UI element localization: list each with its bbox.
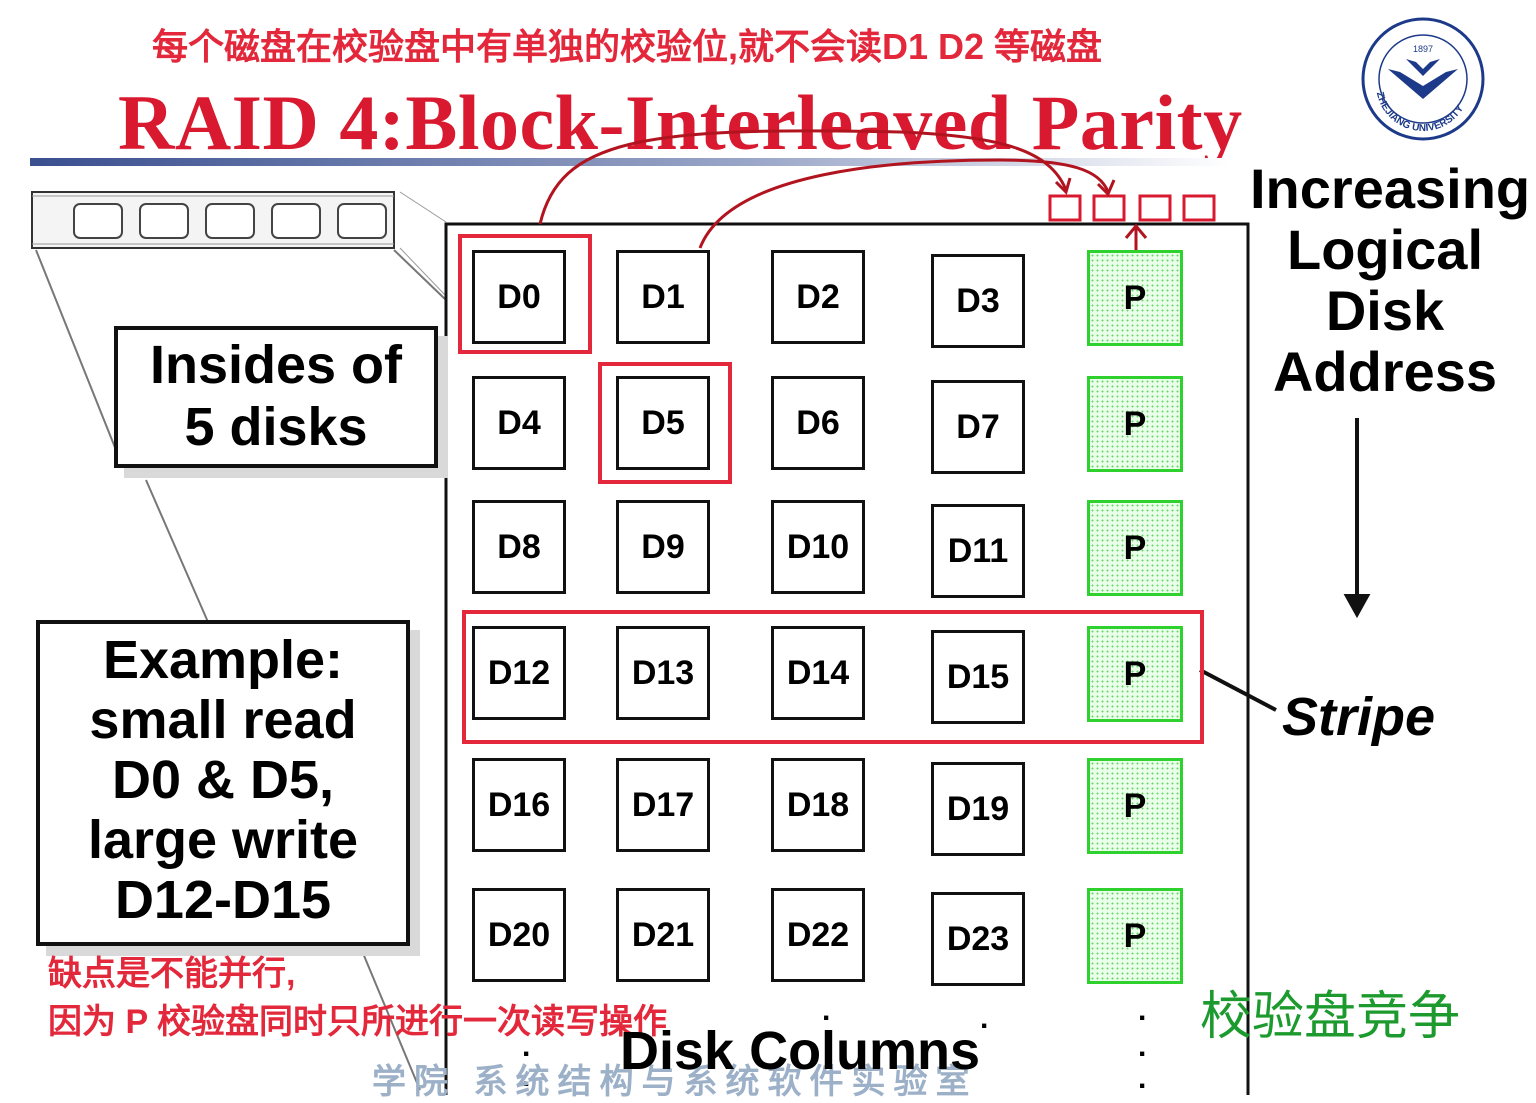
example-line-5: D12-D15 [114,870,332,930]
stripe-pointer [1199,668,1277,712]
data-block: D13 [616,626,710,720]
slide-title: RAID 4:Block-Interleaved Parity [118,79,1243,166]
perspective-lines [35,249,447,1091]
data-block: D4 [472,376,566,470]
continuation-dot: . [1138,1030,1147,1063]
example-callout: Example: small read D0 & D5, large write… [36,620,410,946]
data-block: D15 [931,630,1025,724]
example-line-2: small read [89,690,357,750]
data-block: D20 [472,888,566,982]
data-block: D17 [616,758,710,852]
axis-line-2: Logical [1286,218,1484,281]
data-block: D0 [472,250,566,344]
continuation-dot: . [522,1060,531,1093]
insides-line-1: Insides of [149,335,403,395]
insides-line-2: 5 disks [184,397,368,457]
data-block: D5 [616,376,710,470]
axis-line-3: Disk [1325,279,1445,342]
enclosure-hatching [32,191,447,297]
parity-block: P [1087,626,1183,722]
disk-columns-label: Disk Columns [620,1021,981,1081]
axis-line-1: Increasing [1250,157,1531,220]
example-line-4: large write [87,810,359,870]
parity-block: P [1087,250,1183,346]
data-block: D8 [472,500,566,594]
drawback-note-1: 缺点是不能并行, [48,955,296,993]
data-block: D3 [931,254,1025,348]
continuation-dot: . [980,1002,989,1035]
handwritten-note: 校验盘竞争 [1200,987,1461,1047]
insides-callout: Insides of 5 disks [114,326,438,468]
data-block: D6 [771,376,865,470]
university-logo: 1897 ZHEJIANG UNIVERSITY [1361,17,1485,141]
address-axis-label: Increasing Logical Disk Address [1250,157,1531,403]
example-line-3: D0 & D5, [111,750,335,810]
parity-block: P [1087,500,1183,596]
enclosure-disks [73,203,387,239]
stripe-label: Stripe [1282,687,1436,747]
grid-border [444,222,1250,1095]
data-block: D7 [931,380,1025,474]
data-block: D16 [472,758,566,852]
continuation-dot: . [1138,1062,1147,1095]
data-block: D19 [931,762,1025,856]
data-block: D12 [472,626,566,720]
data-block: D14 [771,626,865,720]
parity-block: P [1087,888,1183,984]
example-line-1: Example: [102,630,344,690]
continuation-dot: . [522,1030,531,1063]
top-annotation: 每个磁盘在校验盘中有单独的校验位,就不会读D1 D2 等磁盘 [152,26,1103,67]
highlight-d5 [598,362,732,484]
data-block: D18 [771,758,865,852]
logo-year: 1897 [1413,44,1433,54]
data-block: D11 [931,504,1025,598]
address-arrow [1343,418,1371,619]
continuation-dot: . [822,994,831,1027]
parity-bit-boxes [1048,194,1216,222]
drawback-note-2: 因为 P 校验盘同时只所进行一次读写操作 [48,1003,667,1041]
data-block: D10 [771,500,865,594]
highlight-d0 [458,234,592,354]
parity-block: P [1087,758,1183,854]
parity-arrows [538,129,1148,254]
parity-block: P [1087,376,1183,472]
data-block: D23 [931,892,1025,986]
data-block: D1 [616,250,710,344]
highlight-stripe [462,610,1204,744]
data-block: D21 [616,888,710,982]
axis-line-4: Address [1272,340,1498,403]
data-block: D9 [616,500,710,594]
data-block: D2 [771,250,865,344]
title-underline [30,158,1230,166]
continuation-dot: . [1138,994,1147,1027]
data-block: D22 [771,888,865,982]
